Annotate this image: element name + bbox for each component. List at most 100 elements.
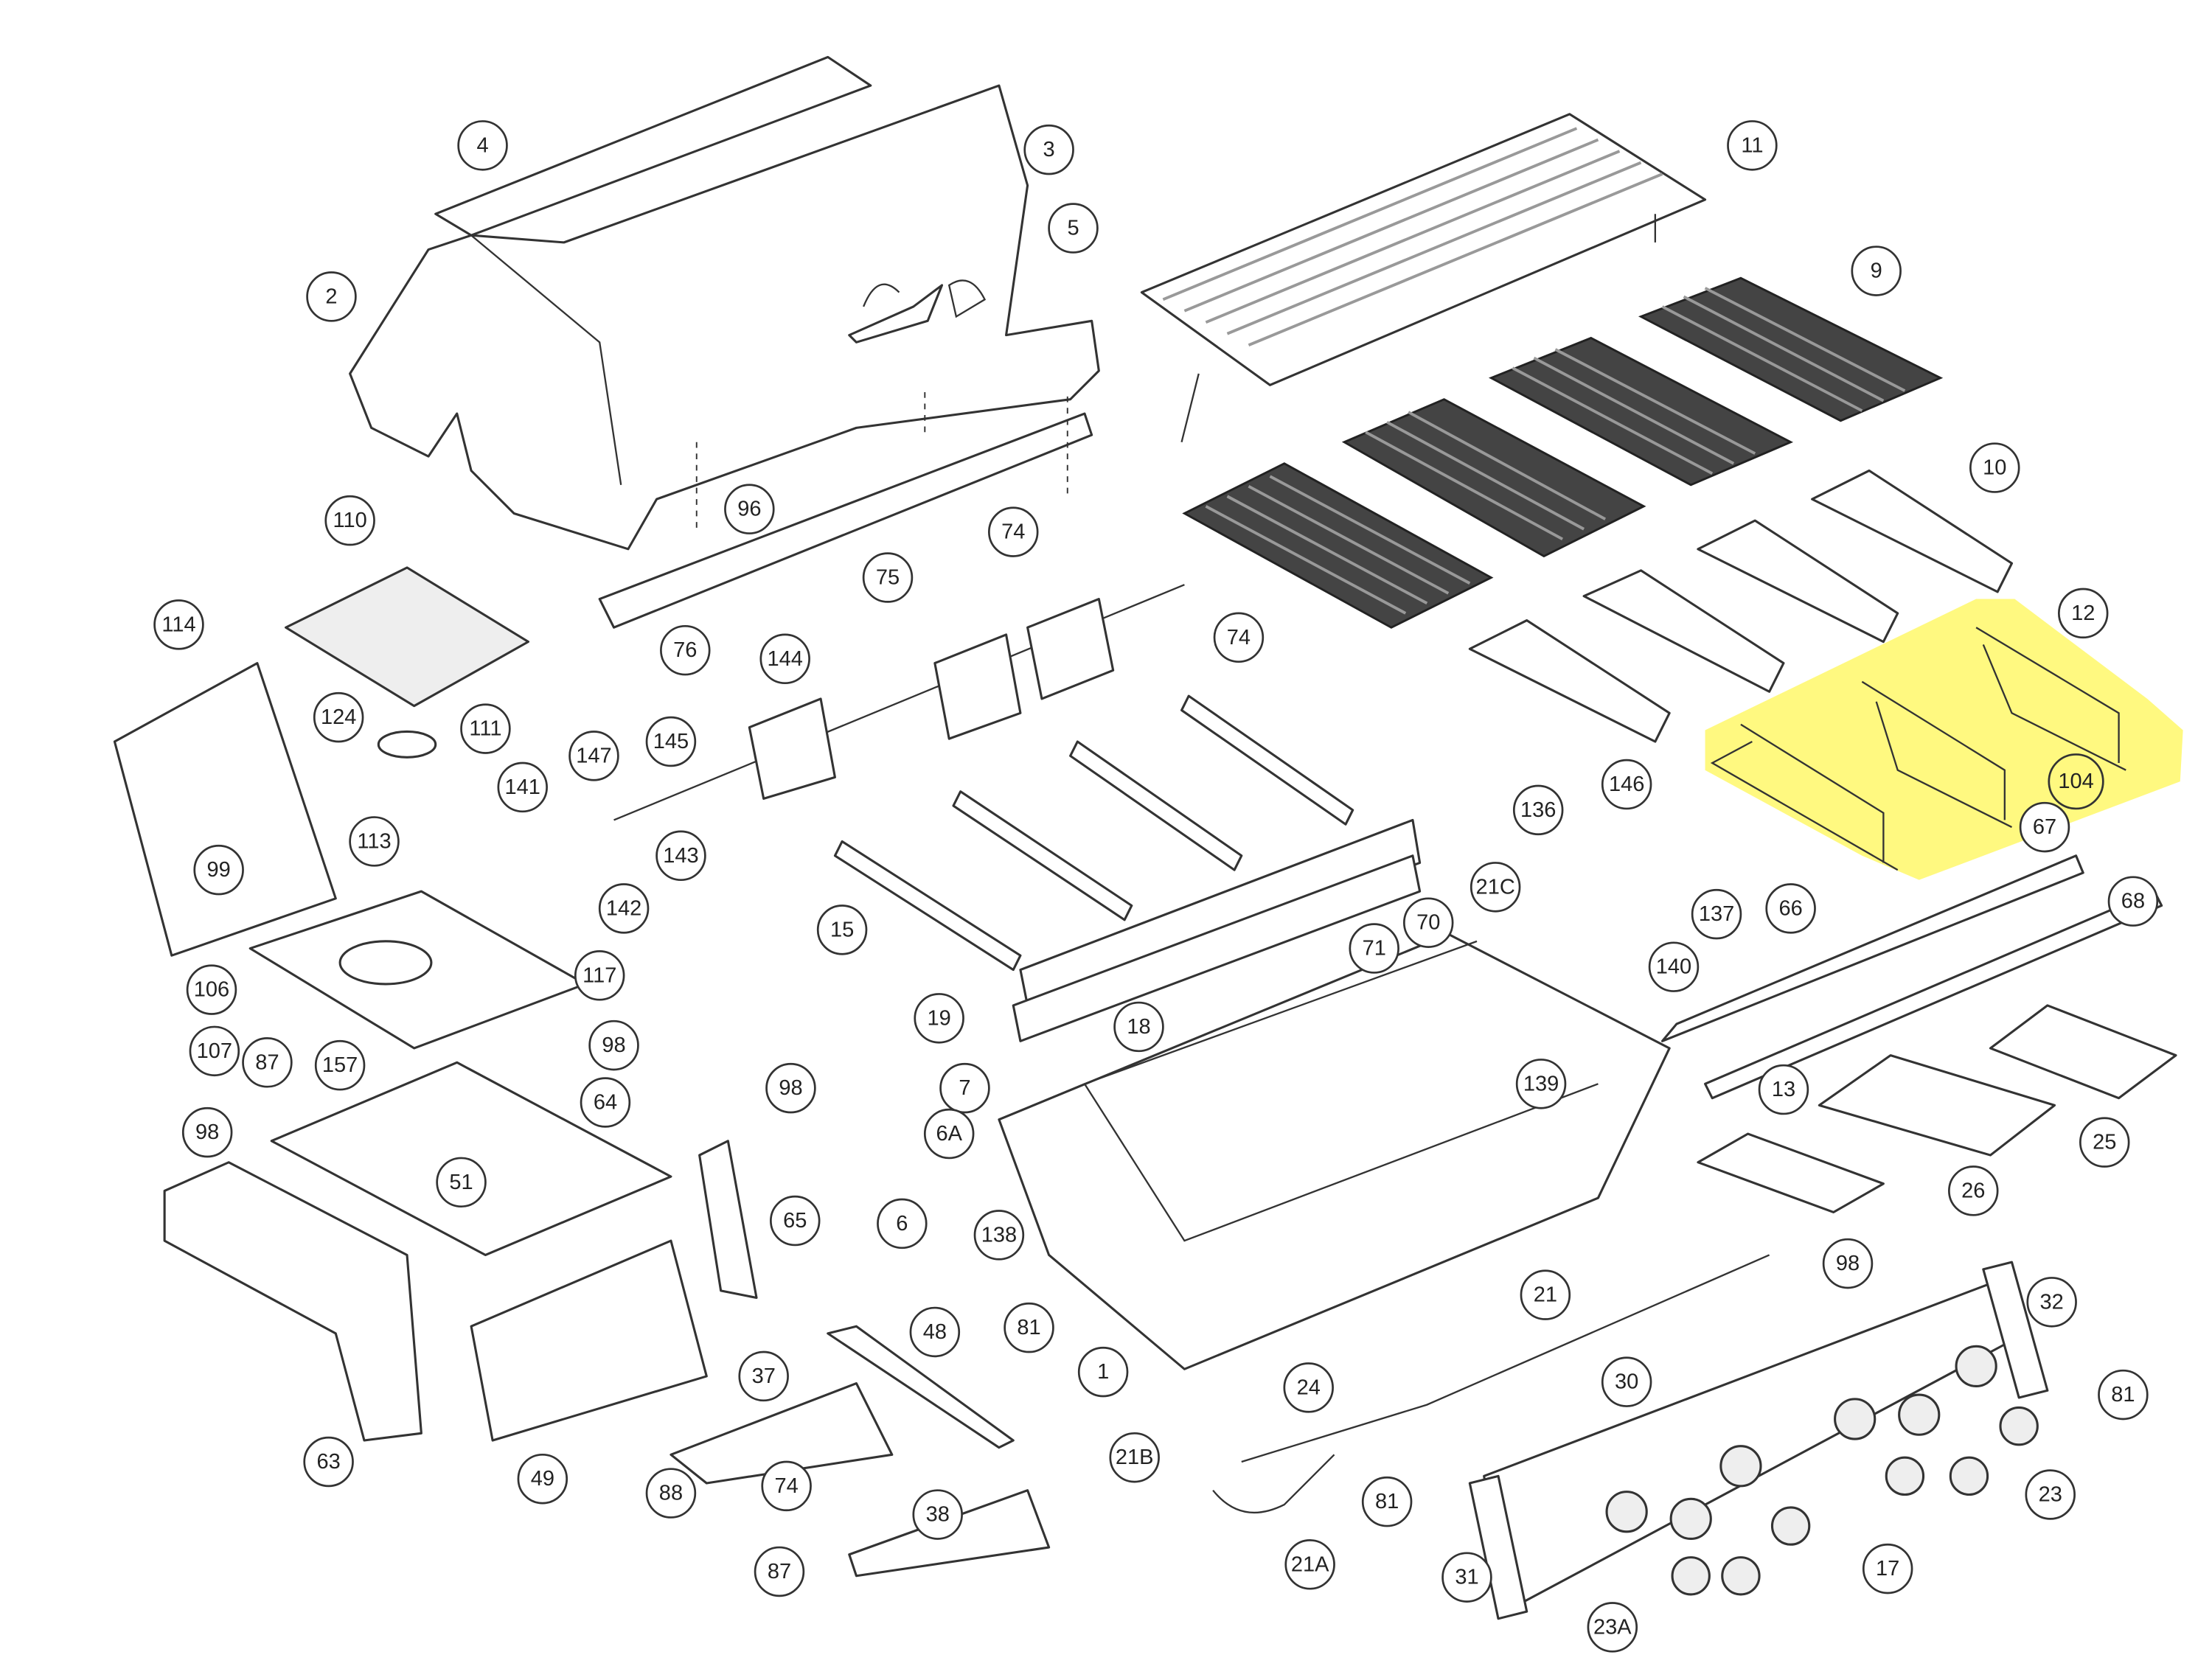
svg-text:107: 107 <box>197 1039 232 1063</box>
callout-124: 124 <box>313 691 364 743</box>
side-burner <box>113 566 587 1050</box>
callout-110: 110 <box>324 495 375 546</box>
callout-3: 3 <box>1023 124 1074 175</box>
callout-99: 99 <box>193 844 244 896</box>
callout-6A: 6A <box>923 1108 975 1160</box>
svg-text:23: 23 <box>2039 1482 2062 1506</box>
svg-text:99: 99 <box>207 858 231 882</box>
svg-text:87: 87 <box>768 1560 791 1583</box>
svg-text:104: 104 <box>2058 770 2093 793</box>
callout-1: 1 <box>1077 1346 1129 1398</box>
hood <box>349 55 1100 629</box>
svg-text:111: 111 <box>469 717 501 741</box>
svg-text:106: 106 <box>194 978 229 1002</box>
callout-21B: 21B <box>1109 1432 1160 1483</box>
callout-2: 2 <box>306 271 357 322</box>
svg-text:11: 11 <box>1741 133 1763 157</box>
cart-frame <box>163 1061 1051 1578</box>
svg-text:25: 25 <box>2093 1131 2116 1154</box>
svg-text:96: 96 <box>737 498 761 521</box>
svg-text:6A: 6A <box>936 1122 962 1146</box>
callout-74: 74 <box>1213 612 1265 663</box>
cooking-grates <box>1182 276 1944 629</box>
callout-21C: 21C <box>1470 862 1521 913</box>
callout-104: 104 <box>2048 753 2104 810</box>
callout-11: 11 <box>1727 120 1778 171</box>
svg-text:12: 12 <box>2071 602 2095 625</box>
svg-text:31: 31 <box>1455 1566 1478 1589</box>
svg-text:21A: 21A <box>1291 1552 1329 1576</box>
svg-text:2: 2 <box>325 285 337 308</box>
svg-text:67: 67 <box>2033 815 2056 839</box>
svg-text:98: 98 <box>602 1034 625 1057</box>
callout-19: 19 <box>914 993 964 1044</box>
svg-text:74: 74 <box>1227 626 1251 649</box>
svg-text:117: 117 <box>582 963 616 987</box>
svg-text:124: 124 <box>321 705 356 729</box>
callout-15: 15 <box>816 905 868 955</box>
svg-text:113: 113 <box>357 829 391 853</box>
svg-text:10: 10 <box>1983 456 2006 480</box>
svg-text:1: 1 <box>1097 1360 1109 1384</box>
callout-4: 4 <box>457 120 508 171</box>
callout-98: 98 <box>1822 1238 1874 1289</box>
svg-text:137: 137 <box>1699 902 1734 926</box>
svg-text:9: 9 <box>1871 259 1882 283</box>
warming-rack <box>1140 113 1707 443</box>
callout-49: 49 <box>517 1453 568 1505</box>
svg-text:75: 75 <box>876 566 900 590</box>
svg-text:136: 136 <box>1520 798 1556 822</box>
callout-70: 70 <box>1402 897 1454 948</box>
svg-text:6: 6 <box>896 1212 908 1235</box>
callout-68: 68 <box>2107 876 2159 927</box>
callout-37: 37 <box>738 1350 789 1402</box>
callout-146: 146 <box>1601 759 1652 810</box>
svg-text:3: 3 <box>1043 138 1055 161</box>
svg-text:98: 98 <box>1836 1252 1860 1275</box>
callout-117: 117 <box>574 950 625 1001</box>
callout-113: 113 <box>349 816 400 867</box>
svg-text:63: 63 <box>316 1450 340 1474</box>
callout-157: 157 <box>314 1039 366 1091</box>
svg-text:13: 13 <box>1772 1078 1795 1101</box>
callout-74: 74 <box>988 506 1039 557</box>
svg-text:140: 140 <box>1656 955 1691 979</box>
callout-21A: 21A <box>1284 1539 1335 1590</box>
svg-text:76: 76 <box>673 638 697 662</box>
svg-text:32: 32 <box>2040 1290 2064 1314</box>
callout-141: 141 <box>497 761 548 813</box>
flavorizer-bars <box>1468 469 2014 743</box>
svg-text:74: 74 <box>1001 520 1025 544</box>
svg-text:48: 48 <box>923 1320 947 1344</box>
svg-text:65: 65 <box>783 1209 807 1233</box>
svg-text:98: 98 <box>195 1120 219 1144</box>
callout-107: 107 <box>189 1025 240 1077</box>
callout-111: 111 <box>460 703 511 754</box>
svg-text:143: 143 <box>663 844 698 868</box>
callout-147: 147 <box>568 731 619 781</box>
control-panel <box>1212 1254 2049 1620</box>
svg-text:98: 98 <box>779 1076 802 1100</box>
svg-text:23A: 23A <box>1593 1615 1632 1639</box>
callout-32: 32 <box>2026 1277 2077 1328</box>
callout-114: 114 <box>153 599 204 650</box>
svg-text:110: 110 <box>333 509 367 532</box>
callout-66: 66 <box>1765 883 1816 934</box>
svg-text:71: 71 <box>1363 937 1386 961</box>
svg-text:66: 66 <box>1778 896 1802 920</box>
svg-text:68: 68 <box>2121 890 2145 913</box>
callout-81: 81 <box>1004 1302 1054 1353</box>
svg-text:144: 144 <box>768 647 803 671</box>
svg-text:147: 147 <box>576 744 611 767</box>
callout-31: 31 <box>1441 1552 1492 1603</box>
svg-text:138: 138 <box>981 1223 1017 1247</box>
callout-75: 75 <box>862 552 914 603</box>
callout-137: 137 <box>1691 888 1742 940</box>
callout-138: 138 <box>973 1210 1025 1261</box>
svg-text:18: 18 <box>1127 1015 1150 1039</box>
svg-text:87: 87 <box>255 1050 279 1074</box>
svg-text:81: 81 <box>1375 1490 1399 1513</box>
rotisserie <box>613 584 1185 821</box>
svg-text:74: 74 <box>775 1474 799 1498</box>
